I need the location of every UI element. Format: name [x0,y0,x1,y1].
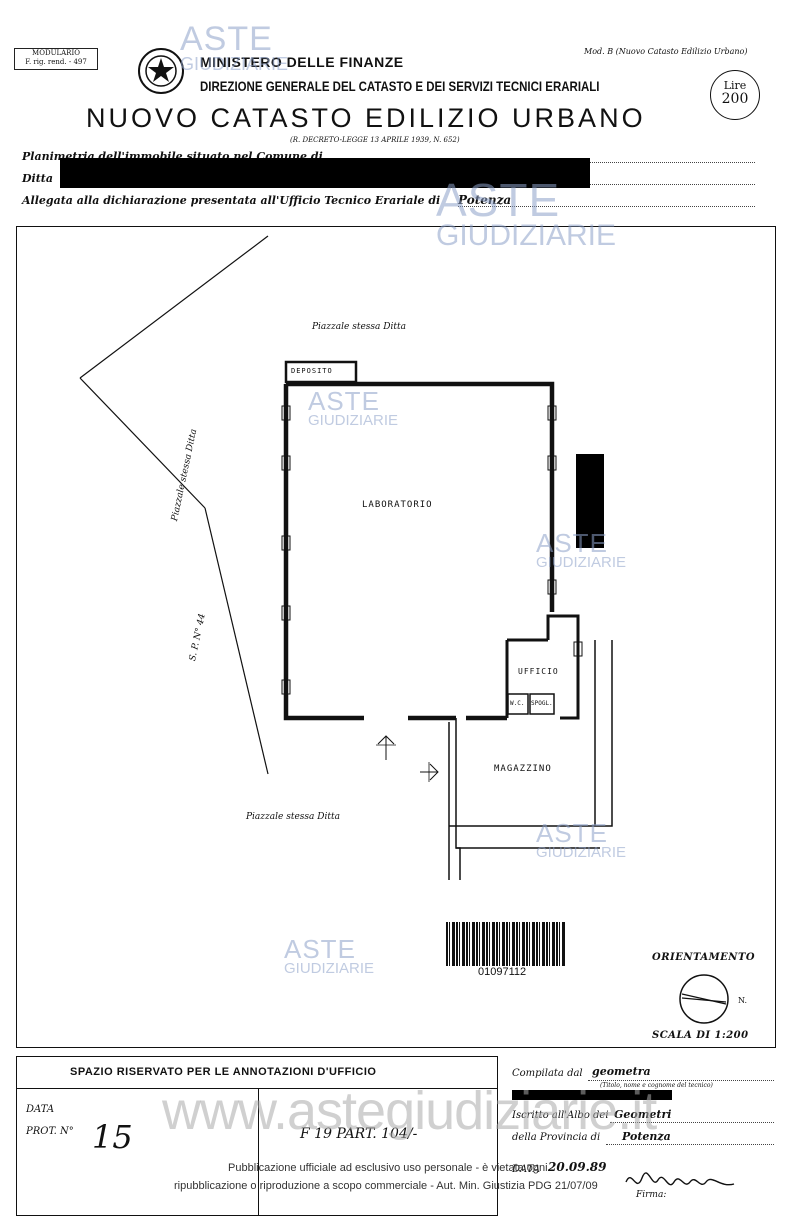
document-title: NUOVO CATASTO EDILIZIO URBANO [86,103,646,133]
orientation-label: ORIENTAMENTO [652,952,756,963]
watermark-aste: ASTE [284,934,356,964]
ministry-name: MINISTERO DELLE FINANZE [200,54,404,70]
watermark-giudiziarie: GIUDIZIARIE [180,54,289,74]
compass-icon [679,974,729,1024]
watermark-aste: ASTE [436,174,561,226]
firma-label: Firma: [636,1190,667,1200]
foglio-value: F 19 PART. 104/- [300,1126,418,1142]
redaction-block [576,454,604,548]
ufficio-label: UFFICIO [518,667,559,676]
mod-label: Mod. B (Nuovo Catasto Edilizio Urbano) [584,47,748,56]
laboratorio-label: LABORATORIO [362,500,433,510]
allegata-value: Potenza [458,193,512,207]
deposito-label: DEPOSITO [291,367,333,375]
reserved-column-divider [258,1088,259,1216]
watermark-aste: ASTE [180,20,273,58]
magazzino-wall [449,640,613,827]
watermark-notice-2: ripubblicazione o riproduzione a scopo c… [174,1180,598,1192]
north-label: N. [738,996,748,1005]
watermark-logo: ASTE GIUDIZIARIE [436,174,617,252]
spogl-label: SPOGL. [531,700,553,707]
republic-emblem-icon [138,48,184,94]
wc-room [507,693,529,715]
compilata-label: Compilata dal [512,1068,583,1079]
building-wall [283,384,364,721]
watermark-giudiziarie: GIUDIZIARIE [536,554,627,571]
watermark-logo: ASTE GIUDIZIARIE [180,20,289,74]
watermark-giudiziarie: GIUDIZIARIE [308,412,399,429]
watermark-logo: ASTE GIUDIZIARIE [536,820,626,860]
provincia-value: Potenza [622,1130,671,1143]
reserved-title: SPAZIO RISERVATO PER LE ANNOTAZIONI D'UF… [70,1066,377,1078]
top-area-label: Piazzale stessa Ditta [312,322,406,332]
watermark-aste: ASTE [308,386,380,416]
watermark-giudiziarie: GIUDIZIARIE [536,844,627,861]
data2-value: 20.09.89 [548,1160,607,1174]
scale-label: SCALA DI 1:200 [652,1030,749,1041]
modulario-label: MODULARIO [32,49,80,57]
name-redaction [512,1090,672,1100]
watermark-aste: ASTE [536,528,608,558]
building-wall [546,614,580,720]
barcode-number: 01097112 [478,966,527,978]
decree-reference: (R. DECRETO-LEGGE 13 APRILE 1939, N. 652… [290,136,460,144]
watermark-notice-1: Pubblicazione ufficiale ad esclusivo uso… [228,1162,548,1174]
magazzino-label: MAGAZZINO [494,764,552,774]
provincia-line [606,1144,774,1145]
allegata-line [458,206,755,207]
redaction-bar [60,158,590,188]
watermark-logo: ASTE GIUDIZIARIE [308,388,398,428]
direction-name: DIREZIONE GENERALE DEL CATASTO E DEI SER… [200,78,600,94]
price-circle: Lire 200 [710,70,760,120]
watermark-giudiziarie: GIUDIZIARIE [284,960,375,977]
signature-icon [625,1172,735,1186]
iscritto-value: Geometri [614,1108,672,1121]
reserved-title-divider [16,1088,498,1089]
data-label: DATA [26,1104,55,1115]
modulario-box: MODULARIO F. rig. rend. - 497 [14,48,98,70]
compilata-value: geometra [592,1065,651,1078]
watermark-giudiziarie: GIUDIZIARIE [436,219,617,252]
compilata-note: (Titolo, nome e cognome del tecnico) [600,1082,713,1089]
boundary-line [79,235,269,379]
modulario-code: F. rig. rend. - 497 [25,58,87,66]
provincia-label: della Provincia di [512,1132,601,1143]
compilata-line [588,1080,774,1081]
magazzino-wall [455,718,461,880]
plan-frame [16,226,776,1048]
data2-label: DATA [512,1164,541,1175]
wc-label: W.C. [510,700,525,707]
deposito-room [284,360,358,384]
allegata-label: Allegata alla dichiarazione presentata a… [22,194,441,207]
iscritto-label: Iscritto all'Albo dei [512,1110,609,1121]
price-value: 200 [721,91,749,107]
spogl-room [529,693,555,715]
iscritto-line [610,1122,774,1123]
watermark-aste: ASTE [536,818,608,848]
watermark-site: www.astegiudiziarie.it [162,1081,657,1141]
building-wall [286,381,555,612]
prot-value: 15 [92,1118,133,1156]
price-label: Lire [723,79,747,92]
bottom-area-label: Piazzale stessa Ditta [246,812,340,822]
watermark-logo: ASTE GIUDIZIARIE [284,936,374,976]
reserved-box [16,1056,498,1216]
watermark-logo: ASTE GIUDIZIARIE [536,530,626,570]
boundary-line [79,377,206,509]
boundary-line [204,507,269,775]
ditta-label: Ditta [22,172,54,185]
prot-label: PROT. N° [26,1126,74,1137]
barcode [446,922,566,966]
